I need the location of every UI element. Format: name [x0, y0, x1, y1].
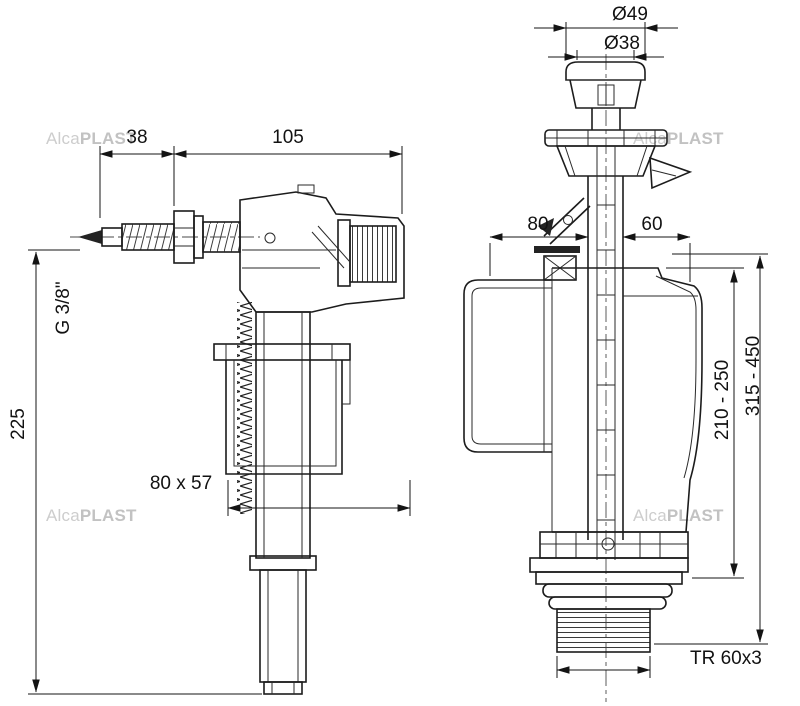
fill-valve-side-view [70, 184, 405, 695]
push-button [565, 61, 646, 109]
inlet-nut [173, 210, 204, 264]
dim-label-80x57: 80 x 57 [149, 473, 213, 494]
base-assembly [529, 531, 689, 653]
watermark-plast: PLAST [666, 506, 724, 525]
watermark-plast: PLAST [79, 129, 137, 148]
inlet-needle [78, 230, 102, 244]
dim-label-315-450: 315 - 450 [743, 335, 764, 417]
lever-pivot [563, 215, 573, 225]
inlet-thread-section [121, 223, 175, 251]
dim-label-60: 60 [641, 214, 663, 235]
inlet-thread-section-2 [202, 221, 241, 253]
flange-neck [555, 145, 657, 177]
dim-label-d38: Ø38 [604, 33, 640, 54]
watermark-alca: Alca [46, 129, 80, 148]
valve-column [249, 311, 317, 695]
retainer-clip [534, 246, 580, 253]
lift-rod-notches [597, 204, 615, 521]
float-lever [317, 225, 351, 263]
side-float-chamber [463, 279, 552, 453]
lever-flag [649, 156, 693, 190]
dim-label-210-250: 210 - 250 [712, 359, 733, 441]
lower-tube [259, 569, 307, 683]
button-stem [591, 108, 621, 130]
float-cup [213, 343, 351, 475]
outlet-thread-section [556, 608, 651, 653]
seal-hook [601, 537, 615, 551]
adjuster-knob [349, 225, 397, 283]
tube-foot [263, 681, 303, 695]
gasket-lower [548, 596, 667, 610]
dim-label-105: 105 [272, 127, 304, 148]
gasket-upper [542, 583, 673, 598]
valve-main-body [551, 267, 703, 533]
watermark-alca: Alca [633, 506, 667, 525]
alcaplast-watermark: AlcaPLAST [46, 129, 137, 148]
return-spring [237, 302, 252, 514]
dim-label-225: 225 [8, 408, 29, 440]
dim-label-d49: Ø49 [612, 4, 648, 25]
watermark-plast: PLAST [666, 129, 724, 148]
watermark-alca: Alca [46, 506, 80, 525]
valve-body [239, 184, 405, 313]
alcaplast-watermark: AlcaPLAST [46, 506, 137, 525]
dim-label-38: 38 [126, 127, 148, 148]
dim-label-80: 80 [527, 214, 549, 235]
alcaplast-watermark: AlcaPLAST [633, 506, 724, 525]
dim-label-tr60x3: TR 60x3 [690, 648, 762, 669]
base-flange [529, 557, 689, 573]
left-view-dimensions [28, 146, 411, 695]
watermark-plast: PLAST [79, 506, 137, 525]
dim-label-g38: G 3/8" [53, 281, 74, 335]
right-view-dimensions [489, 22, 768, 678]
pivot-screw [264, 232, 276, 244]
overflow-tube [587, 146, 624, 560]
flush-valve-front-view [463, 54, 703, 702]
